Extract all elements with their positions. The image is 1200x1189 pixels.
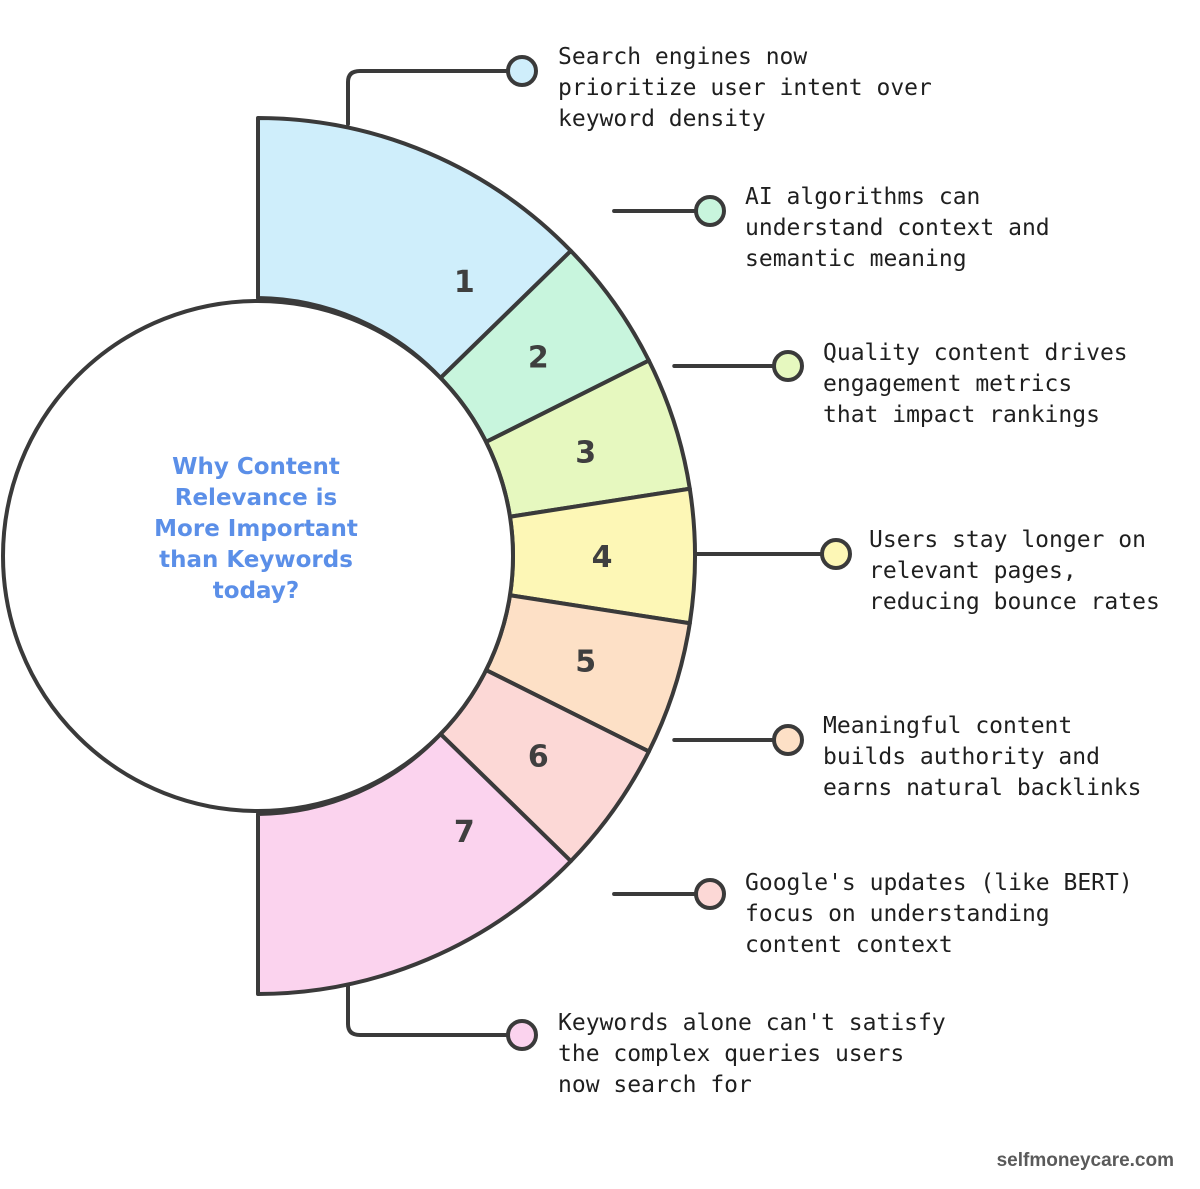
connector-line-7 [346,983,510,1037]
center-circle [1,299,515,813]
connector-dot-6 [694,878,726,910]
title-line: today? [212,578,300,604]
connector-dot-1 [506,55,538,87]
title-line: than Keywords [159,547,353,573]
item-label-3: Quality content drives engagement metric… [823,340,1128,428]
connector-dot-5 [772,724,804,756]
item-label-1: Search engines now prioritize user inten… [558,44,932,132]
item-label-2: AI algorithms can understand context and… [745,184,1050,272]
connector-dot-2 [694,195,726,227]
segment-number-4: 4 [592,540,613,575]
connector-dot-3 [772,350,804,382]
segment-number-6: 6 [528,739,549,774]
site-credit: selfmoneycare.com [996,1150,1174,1171]
connector-line-1 [346,69,510,126]
segment-number-5: 5 [575,645,596,680]
item-label-7: Keywords alone can't satisfy the complex… [558,1010,946,1098]
diagram-title: Why Content Relevance is More Important … [140,452,372,607]
segment-number-7: 7 [454,815,475,850]
segment-number-2: 2 [528,341,549,376]
segment-number-3: 3 [575,435,596,470]
title-line: More Important [154,516,358,542]
segment-number-1: 1 [454,265,475,300]
item-label-4: Users stay longer on relevant pages, red… [869,527,1160,615]
connector-dot-7 [506,1019,538,1051]
connector-dot-4 [820,538,852,570]
item-label-5: Meaningful content builds authority and … [823,713,1142,801]
title-line: Relevance is [174,485,338,511]
item-label-6: Google's updates (like BERT) focus on un… [745,870,1133,958]
title-line: Why Content [172,454,340,480]
